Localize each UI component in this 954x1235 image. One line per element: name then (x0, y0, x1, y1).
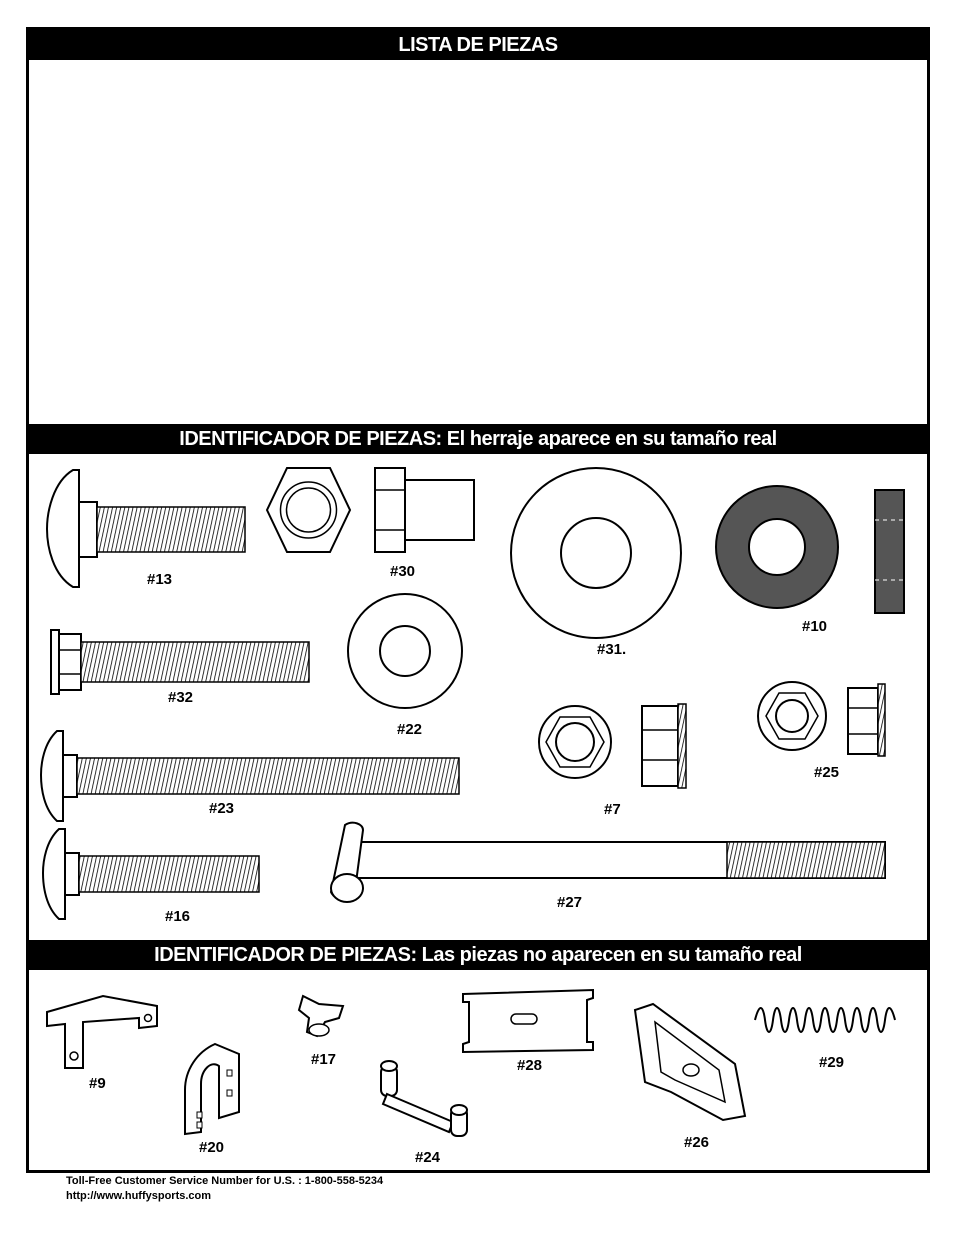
part-17-label: #17 (311, 1051, 337, 1068)
part-29-label: #29 (819, 1054, 845, 1071)
part-10-rubber-washer-icon (715, 485, 905, 614)
part-27-t-bolt-icon (329, 821, 886, 903)
part-31-large-washer-icon (510, 467, 682, 639)
part-9-bracket-icon (46, 994, 158, 1069)
identifier-actual-title-bold: IDENTIFICADOR DE PIEZAS: (179, 428, 442, 450)
identifier-not-actual-title-rest: Las piezas no aparecen en su tamaño real (416, 944, 803, 966)
footer-phone: Toll-Free Customer Service Number for U.… (66, 1175, 384, 1187)
part-30-label: #30 (390, 563, 416, 580)
part-31-label: #31. (597, 641, 627, 658)
part-25-label: #25 (814, 764, 840, 781)
part-28-channel-icon (462, 988, 594, 1054)
part-24-label: #24 (415, 1149, 441, 1166)
part-16-label: #16 (165, 908, 191, 925)
part-24-crank-icon (380, 1060, 468, 1137)
part-7-flange-nut-icon (538, 703, 687, 789)
part-10-label: #10 (802, 618, 828, 635)
part-26-label: #26 (684, 1134, 710, 1151)
parts-list-title: LISTA DE PIEZAS (398, 34, 558, 56)
part-32-label: #32 (168, 689, 194, 706)
identifier-actual-title-rest: El herraje aparece en su tamaño real (441, 428, 777, 450)
part-28-label: #28 (517, 1057, 543, 1074)
parts-list-header: LISTA DE PIEZAS (29, 30, 927, 60)
part-23-long-carriage-bolt-icon (39, 730, 460, 822)
part-30-hex-nut-icon (265, 467, 475, 553)
part-25-flange-nut-icon (757, 681, 886, 757)
part-27-label: #27 (557, 894, 583, 911)
part-9-label: #9 (89, 1075, 106, 1092)
part-32-flange-bolt-icon (50, 629, 310, 695)
part-23-label: #23 (209, 800, 235, 817)
part-20-clamp-icon (184, 1042, 240, 1136)
part-26-plate-icon (633, 1002, 747, 1122)
parts-list-area (29, 60, 927, 424)
identifier-not-actual-header: IDENTIFICADOR DE PIEZAS: Las piezas no a… (29, 940, 927, 970)
part-20-label: #20 (199, 1139, 225, 1156)
parts-sheet: LISTA DE PIEZAS IDENTIFICADOR DE PIEZAS:… (26, 27, 930, 1173)
identifier-not-actual-title-bold: IDENTIFICADOR DE PIEZAS: (154, 944, 417, 966)
part-22-washer-icon (347, 593, 463, 709)
part-16-carriage-bolt-icon (41, 828, 260, 920)
part-22-label: #22 (397, 721, 423, 738)
identifier-actual-header: IDENTIFICADOR DE PIEZAS: El herraje apar… (29, 424, 927, 454)
part-17-knob-icon (297, 994, 345, 1038)
footer-url[interactable]: http://www.huffysports.com (66, 1190, 212, 1202)
part-7-label: #7 (604, 801, 621, 818)
part-29-spring-icon (754, 1007, 896, 1033)
part-13-carriage-bolt-icon (45, 469, 246, 588)
part-13-label: #13 (147, 571, 173, 588)
